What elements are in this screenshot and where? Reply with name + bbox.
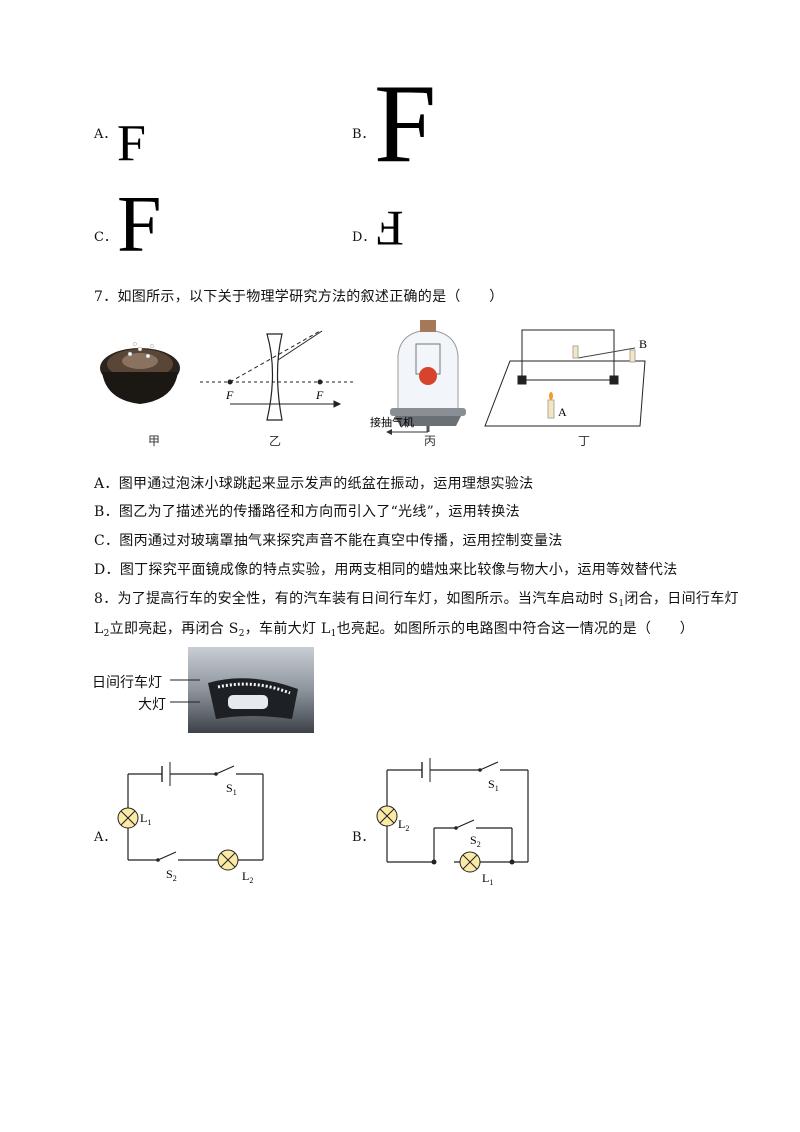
option-d-label: D．: [352, 230, 376, 245]
mirror-label-b: B: [639, 337, 647, 351]
svg-text:S2: S2: [470, 833, 481, 849]
q7-option-a: A．图甲通过泡沫小球跳起来显示发声的纸盆在振动，运用理想实验法: [94, 476, 534, 492]
q7-option-d: D．图丁探究平面镜成像的特点实验，用两支相同的蜡烛来比较像与物大小，运用等效替代…: [94, 562, 678, 578]
q7-figures: F F 接抽气机 B A: [100, 320, 647, 435]
svg-text:L1: L1: [482, 871, 493, 886]
q7-option-c: C．图丙通过对玻璃罩抽气来探究声音不能在真空中传播，运用控制变量法: [94, 533, 563, 549]
photo-leader-lines: [170, 679, 200, 703]
caption-bing: 丙: [424, 434, 437, 448]
label-headlight: 大灯: [138, 697, 166, 713]
circuit-b: S1 L2 S2 L1: [376, 758, 529, 886]
option-b-glyph: F: [374, 62, 437, 186]
option-a-label: A．: [94, 127, 117, 142]
svg-text:S1: S1: [488, 777, 499, 793]
lamp-b-l1: [459, 851, 481, 873]
option-c-glyph: F: [117, 181, 162, 269]
q8-stem-line1: 8．为了提高行车的安全性，有的汽车装有日间行车灯，如图所示。当汽车启动时 S1闭…: [94, 591, 739, 609]
speaker-figure: [100, 342, 180, 404]
lamp-l1: [117, 807, 139, 829]
lens-figure: [200, 330, 355, 421]
option-a-glyph: F: [117, 115, 146, 172]
label-daytime-light: 日间行车灯: [92, 675, 162, 691]
lens-focus-right: F: [315, 388, 324, 402]
lamp-b-l2: [376, 805, 398, 827]
svg-text:L2: L2: [398, 817, 409, 833]
q8-stem-line2: L2立即亮起，再闭合 S2，车前大灯 L1也亮起。如图所示的电路图中符合这一情况…: [94, 621, 695, 639]
lens-focus-left: F: [225, 388, 234, 402]
circuit-a: S1 L1 S2 L2: [117, 762, 264, 885]
option-c-label: C．: [94, 230, 117, 245]
mirror-figure: [484, 329, 646, 427]
caption-jia: 甲: [148, 434, 161, 448]
caption-yi: 乙: [269, 434, 282, 448]
option-d-glyph: F: [376, 201, 404, 257]
circuit-b-letter: B．: [352, 830, 375, 845]
caption-ding: 丁: [578, 434, 591, 448]
q7-stem: 7．如图所示，以下关于物理学研究方法的叙述正确的是（ ）: [94, 289, 504, 305]
svg-text:L1: L1: [140, 811, 151, 827]
car-headlight-photo: [188, 647, 314, 733]
svg-text:S2: S2: [166, 867, 177, 883]
q7-option-b: B．图乙为了描述光的传播路径和方向而引入了“光线”，运用转换法: [94, 504, 520, 520]
mirror-label-a: A: [558, 405, 567, 419]
svg-text:L2: L2: [242, 869, 253, 885]
bell-jar-figure: [386, 320, 466, 435]
option-b-label: B．: [352, 127, 375, 142]
pump-label: 接抽气机: [370, 415, 414, 429]
svg-text:S1: S1: [226, 781, 237, 797]
lamp-l2: [217, 849, 239, 871]
circuit-a-letter: A．: [94, 830, 117, 845]
